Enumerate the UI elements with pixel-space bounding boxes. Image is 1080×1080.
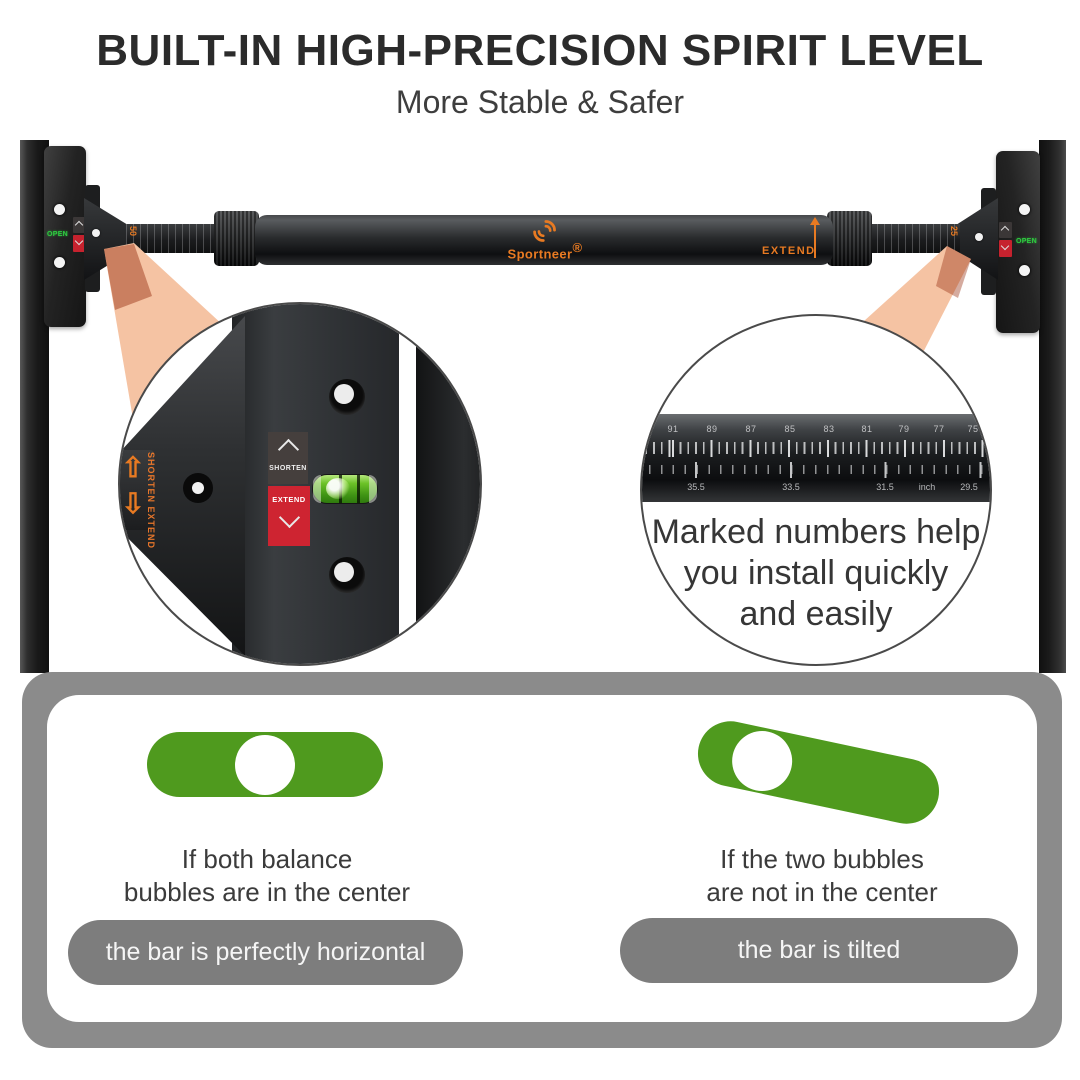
open-label: OPEN [47, 231, 69, 238]
bracket-plate-right: OPEN [996, 151, 1040, 333]
vial-end-cap [369, 475, 377, 503]
hinge-pin-icon [975, 233, 983, 241]
bar-end-label: SHORTEN EXTEND [146, 452, 156, 550]
rod-scale-number: 50 [128, 226, 138, 237]
extend-arrow-line [814, 224, 816, 258]
locking-collar-left [214, 211, 259, 266]
bracket-cone-left [84, 198, 128, 280]
ruler-cm-number: 77 [933, 424, 945, 434]
ruler-inch-number: 31.5 [876, 482, 894, 492]
condition-text-right: If the two bubbles are not in the center [602, 843, 1042, 909]
caption-line: you install quickly [683, 554, 949, 592]
shorten-sticker-label: SHORTEN [269, 465, 307, 472]
threaded-rod-left: 50 [126, 224, 218, 253]
extend-mini-label [73, 235, 86, 252]
condition-line: are not in the center [706, 877, 938, 907]
condition-line: If the two bubbles [720, 844, 924, 874]
ruler-cm-number: 87 [745, 424, 757, 434]
ruler-caption: Marked numbers help you install quickly … [642, 512, 990, 635]
bubble-circle [235, 734, 295, 795]
ruler-inch-number: 29.5 [960, 482, 978, 492]
instruction-panel-inner: If both balance bubbles are in the cente… [47, 695, 1037, 1022]
ruler-cm-number: 83 [823, 424, 835, 434]
condition-line: If both balance [181, 844, 353, 874]
caption-line: and easily [739, 595, 893, 633]
screw-hole-icon [329, 379, 365, 415]
hinge-pin-icon [92, 229, 100, 237]
vial-end-cap [313, 475, 321, 503]
chevron-up-icon [1000, 225, 1010, 235]
chevron-up-icon [74, 220, 84, 230]
extend-direction-label: EXTEND [762, 245, 816, 257]
caption-line: Marked numbers help [651, 513, 981, 551]
shorten-mini-label [73, 217, 86, 233]
extend-arrow-head-icon [810, 217, 820, 225]
bubble-offcenter-graphic [691, 715, 946, 830]
arrow-up-icon: ⇧ [121, 452, 145, 483]
arrow-down-icon: ⇩ [121, 488, 145, 519]
bracket-plate-left: OPEN [44, 146, 86, 327]
screw-hole-icon [329, 557, 365, 593]
bar-end-closeup [120, 450, 154, 530]
chevron-up-icon [277, 438, 299, 461]
shorten-sticker: SHORTEN [268, 432, 308, 484]
hinge-pin-closeup-icon [183, 473, 213, 503]
brand-logo: Sportneer® [485, 219, 605, 263]
level-bubble [326, 478, 350, 499]
bubble-centered-graphic [147, 732, 383, 797]
ruler-cm-number: 81 [861, 424, 873, 434]
chevron-down-icon [278, 506, 300, 529]
instruction-panel: If both balance bubbles are in the cente… [22, 672, 1062, 1048]
vial-mark-line [357, 475, 360, 503]
condition-text-left: If both balance bubbles are in the cente… [47, 843, 487, 909]
extend-sticker: EXTEND [268, 486, 310, 546]
ruler-cm-number: 75 [967, 424, 979, 434]
ruler-fine-ticks [642, 442, 990, 454]
shorten-mini-label [999, 222, 1012, 238]
ruler-cm-number: 91 [667, 424, 679, 434]
ruler-inch-fine-ticks [642, 465, 990, 474]
ruler-inch-number: 35.5 [687, 482, 705, 492]
extend-mini-label [999, 240, 1012, 257]
screw-icon [54, 257, 65, 268]
screw-icon [1019, 265, 1030, 276]
ruler-inch-number: 33.5 [782, 482, 800, 492]
extend-sticker-label: EXTEND [272, 495, 306, 504]
screw-icon [54, 204, 65, 215]
ruler-cm-number: 79 [898, 424, 910, 434]
spirit-level-vial [312, 474, 378, 504]
page-subtitle: More Stable & Safer [395, 84, 685, 120]
brand-swoosh-icon [533, 220, 556, 242]
condition-line: bubbles are in the center [123, 877, 411, 907]
door-frame-right [1039, 140, 1066, 673]
result-pill-right: the bar is tilted [620, 918, 1018, 983]
screw-icon [1019, 204, 1030, 215]
threaded-rod-right: 25 [870, 224, 960, 253]
open-label: OPEN [1015, 238, 1037, 245]
page-title: BUILT-IN HIGH-PRECISION SPIRIT LEVEL [96, 26, 984, 75]
result-pill-left: the bar is perfectly horizontal [68, 920, 463, 985]
door-frame-closeup [416, 304, 480, 664]
ruler-inch-unit: inch [918, 482, 936, 492]
ruler-cm-number: 89 [706, 424, 718, 434]
ruler-cm-number: 85 [784, 424, 796, 434]
chevron-down-icon [74, 236, 84, 246]
detail-circle-spirit-level: ⇧ ⇩ SHORTEN EXTEND SHORTEN EXTEND [118, 302, 482, 666]
shorten-extend-arrows: ⇧ ⇩ [120, 450, 146, 522]
registered-mark: ® [572, 240, 583, 255]
rod-scale-number: 25 [949, 226, 959, 237]
brand-name: Sportneer [507, 246, 573, 262]
locking-collar-right [827, 211, 872, 266]
bubble-circle [726, 724, 798, 797]
detail-circle-ruler: 91 89 87 85 83 81 79 77 75 35.5 33.5 31.… [640, 314, 992, 666]
chevron-down-icon [1000, 241, 1010, 251]
